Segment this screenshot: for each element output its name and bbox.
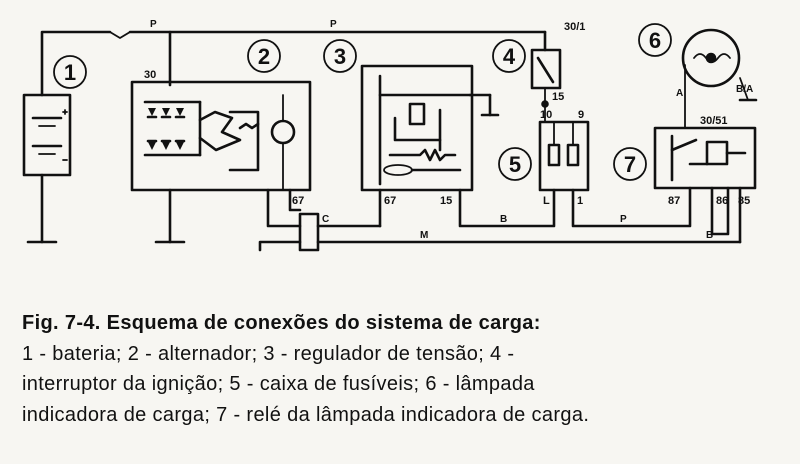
callout-2: 2 bbox=[247, 39, 281, 73]
terminal-relay-85: 85 bbox=[738, 195, 750, 207]
terminal-fuse-9: 9 bbox=[578, 109, 584, 121]
terminal-switch-30-1: 30/1 bbox=[564, 21, 585, 33]
wire-code-reg-b: B bbox=[500, 214, 507, 225]
svg-text:5: 5 bbox=[509, 152, 521, 177]
fuse-box bbox=[538, 120, 590, 192]
svg-text:6: 6 bbox=[649, 28, 661, 53]
charge-indicator-lamp bbox=[681, 28, 758, 129]
caption-title: Fig. 7-4. Esquema de conexões do sistema… bbox=[22, 312, 541, 334]
wire-code-lamp-right: B/A bbox=[736, 84, 753, 95]
callout-5: 5 bbox=[498, 147, 532, 181]
svg-text:3: 3 bbox=[334, 44, 346, 69]
terminal-relay-30-51: 30/51 bbox=[700, 115, 728, 127]
terminal-reg-15: 15 bbox=[440, 195, 452, 207]
wire-code-top-left: P bbox=[150, 19, 157, 30]
caption-line-2: interruptor da ignição; 5 - caixa de fus… bbox=[22, 373, 535, 395]
wire-code-top-mid: P bbox=[330, 19, 337, 30]
charging-system-wiring-diagram: 1 2 3 4 5 6 7 30 67 67 15 30/1 15 10 9 L… bbox=[22, 19, 758, 252]
terminal-switch-15: 15 bbox=[552, 91, 564, 103]
terminal-fuse-10: 10 bbox=[540, 109, 552, 121]
ignition-switch bbox=[530, 48, 562, 123]
callout-6: 6 bbox=[638, 23, 672, 57]
top-main-wire bbox=[40, 30, 112, 97]
wire-code-relay-in: B bbox=[706, 230, 713, 241]
wire-code-bottom: M bbox=[420, 230, 428, 241]
figure-caption: Fig. 7-4. Esquema de conexões do sistema… bbox=[22, 308, 774, 430]
callout-1: 1 bbox=[53, 55, 87, 89]
alternator bbox=[130, 80, 312, 244]
wire-code-lamp: A bbox=[676, 88, 683, 99]
callout-4: 4 bbox=[492, 39, 526, 73]
svg-text:7: 7 bbox=[624, 152, 636, 177]
wire-code-fuse-out: P bbox=[620, 214, 627, 225]
terminal-relay-87: 87 bbox=[668, 195, 680, 207]
callout-7: 7 bbox=[613, 147, 647, 181]
lamp-relay bbox=[653, 126, 757, 190]
caption-line-3: indicadora de carga; 7 - relé da lâmpada… bbox=[22, 403, 590, 426]
terminal-fuse-l: L bbox=[543, 195, 550, 207]
terminal-reg-67: 67 bbox=[384, 195, 396, 207]
terminal-alt-67: 67 bbox=[292, 195, 304, 207]
svg-text:1: 1 bbox=[64, 60, 76, 85]
terminal-relay-86: 86 bbox=[716, 195, 728, 207]
battery bbox=[22, 93, 72, 244]
caption-line-1: 1 - bateria; 2 - alternador; 3 - regulad… bbox=[22, 342, 515, 365]
svg-text:4: 4 bbox=[503, 44, 516, 69]
wire-code-reg-a: C bbox=[322, 214, 329, 225]
top-switch-break bbox=[109, 31, 131, 39]
voltage-regulator bbox=[360, 64, 500, 192]
terminal-alt-30: 30 bbox=[144, 69, 156, 81]
callout-3: 3 bbox=[323, 39, 357, 73]
terminal-fuse-1: 1 bbox=[577, 195, 583, 207]
interconnect-wires bbox=[258, 186, 742, 252]
svg-text:2: 2 bbox=[258, 44, 270, 69]
